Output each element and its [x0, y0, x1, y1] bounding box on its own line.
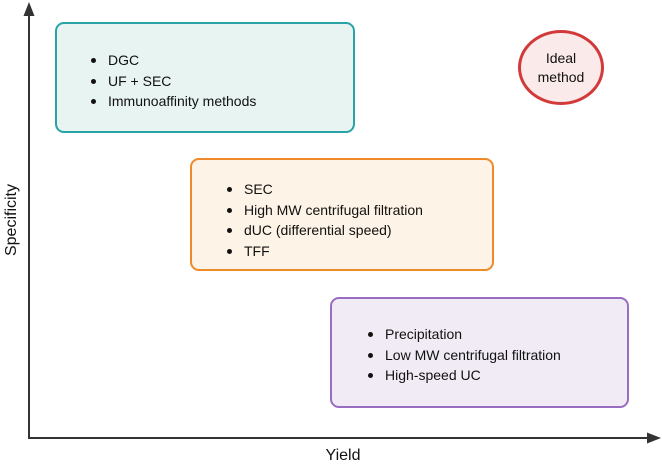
- method-item: Low MW centrifugal filtration: [365, 345, 561, 366]
- method-item: Precipitation: [365, 324, 561, 345]
- bullet-icon: [368, 352, 373, 358]
- method-item: High MW centrifugal filtration: [224, 200, 423, 221]
- bullet-icon: [368, 332, 373, 337]
- high-specificity-methods-box: DGC UF + SEC Immunoaffinity methods: [55, 22, 355, 133]
- method-item: DGC: [88, 50, 256, 71]
- method-list: Precipitation Low MW centrifugal filtrat…: [365, 324, 561, 386]
- method-item: UF + SEC: [88, 71, 256, 92]
- mid-specificity-methods-box: SEC High MW centrifugal filtration dUC (…: [190, 158, 494, 271]
- method-item: TFF: [224, 241, 423, 262]
- method-item: dUC (differential speed): [224, 220, 423, 241]
- method-item: Immunoaffinity methods: [88, 91, 256, 112]
- bullet-icon: [91, 99, 96, 104]
- method-list: SEC High MW centrifugal filtration dUC (…: [224, 179, 423, 261]
- method-item: High-speed UC: [365, 365, 561, 386]
- low-specificity-methods-box: Precipitation Low MW centrifugal filtrat…: [330, 297, 629, 408]
- ideal-method-label: Ideal method: [537, 49, 585, 85]
- bullet-icon: [91, 58, 96, 63]
- ideal-method-circle: Ideal method: [518, 30, 604, 105]
- bullet-icon: [227, 248, 232, 254]
- y-axis-label: Specificity: [3, 183, 20, 257]
- x-axis-arrowhead: [647, 432, 661, 444]
- bullet-icon: [368, 373, 373, 378]
- bullet-icon: [227, 207, 232, 213]
- y-axis-arrowhead: [23, 2, 35, 16]
- method-item: SEC: [224, 179, 423, 200]
- bullet-icon: [91, 78, 96, 84]
- bullet-icon: [227, 187, 232, 192]
- method-list: DGC UF + SEC Immunoaffinity methods: [88, 50, 256, 112]
- bullet-icon: [227, 228, 232, 233]
- x-axis-label: Yield: [325, 447, 361, 464]
